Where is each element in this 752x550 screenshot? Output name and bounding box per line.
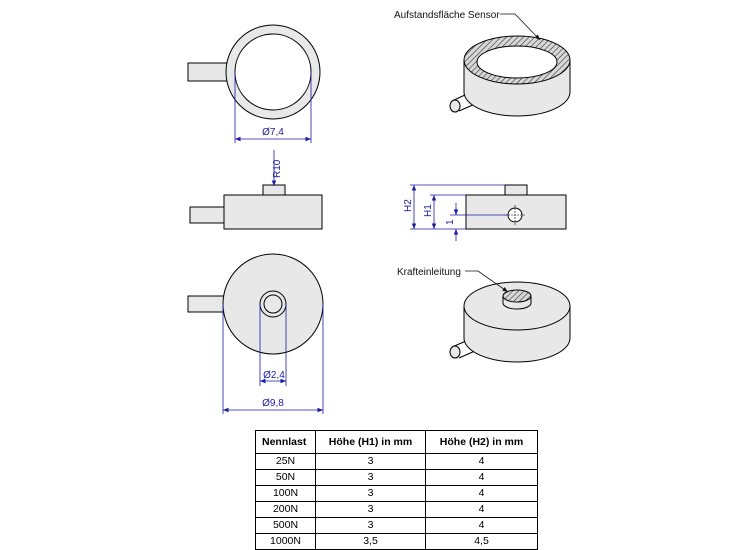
load-spec-table: Nennlast Höhe (H1) in mm Höhe (H2) in mm… [255, 430, 538, 550]
cell-h1: 3 [315, 453, 426, 470]
cell-h2: 4 [425, 453, 538, 470]
cell-h1: 3 [315, 469, 426, 486]
cell-h2: 4 [425, 501, 538, 518]
side-view-heights: H2 H1 1 [403, 184, 567, 241]
cable-stub [187, 295, 227, 313]
callout-leader [500, 13, 541, 41]
iso-view-ring: Aufstandsfläche Sensor [394, 10, 571, 117]
dim-d-outer: Ø9,8 [262, 398, 284, 409]
cell-h1: 3 [315, 485, 426, 502]
callout-leader [465, 270, 509, 293]
sensor-body [223, 194, 323, 230]
cable-stub [187, 62, 231, 82]
table-header-row: Nennlast Höhe (H1) in mm Höhe (H2) in mm [255, 430, 538, 454]
sensor-face [234, 33, 312, 111]
cable-end [449, 99, 461, 113]
pin-top-face [502, 289, 532, 303]
callout-sensor-surface: Aufstandsfläche Sensor [394, 10, 500, 21]
cell-nennlast: 1000N [255, 533, 316, 550]
table-row: 500N 3 4 [255, 517, 538, 534]
top-view-pin: Ø2,4 Ø9,8 [187, 253, 324, 414]
dim-offset: 1 [445, 219, 456, 225]
dim-h2: H2 [403, 199, 414, 212]
side-view: R10 [189, 150, 323, 230]
dim-d-top: Ø7,4 [262, 127, 284, 138]
table-row: 50N 3 4 [255, 469, 538, 486]
cell-nennlast: 500N [255, 517, 316, 534]
cable-end [449, 345, 461, 359]
iso-view-pin: Krafteinleitung [397, 267, 571, 363]
header-h1: Höhe (H1) in mm [315, 430, 426, 454]
pin-inner [263, 294, 283, 314]
dim-radius: R10 [272, 159, 283, 178]
dim-h1: H1 [423, 204, 434, 217]
header-h2: Höhe (H2) in mm [425, 430, 538, 454]
cell-h1: 3 [315, 517, 426, 534]
top-view-sensor: Ø7,4 [187, 24, 321, 143]
technical-drawing: Ø7,4 R10 Ø2,4 Ø9,8 Aufstandsfläche Senso… [187, 10, 571, 414]
ring-inner [476, 45, 558, 79]
cell-nennlast: 25N [255, 453, 316, 470]
cable-stub [189, 206, 225, 224]
table-row: 25N 3 4 [255, 453, 538, 470]
cell-h2: 4 [425, 517, 538, 534]
cell-h1: 3 [315, 501, 426, 518]
callout-force-input: Krafteinleitung [397, 267, 461, 278]
cell-h1: 3,5 [315, 533, 426, 550]
cell-h2: 4 [425, 469, 538, 486]
force-pin [504, 184, 528, 196]
table-row: 1000N 3,5 4,5 [255, 533, 538, 550]
cell-nennlast: 100N [255, 485, 316, 502]
cell-nennlast: 50N [255, 469, 316, 486]
table-row: 200N 3 4 [255, 501, 538, 518]
force-pin [262, 184, 286, 196]
dim-d-pin: Ø2,4 [263, 370, 285, 381]
cell-h2: 4 [425, 485, 538, 502]
cell-h2: 4,5 [425, 533, 538, 550]
cell-nennlast: 200N [255, 501, 316, 518]
table-row: 100N 3 4 [255, 485, 538, 502]
header-nennlast: Nennlast [255, 430, 316, 454]
